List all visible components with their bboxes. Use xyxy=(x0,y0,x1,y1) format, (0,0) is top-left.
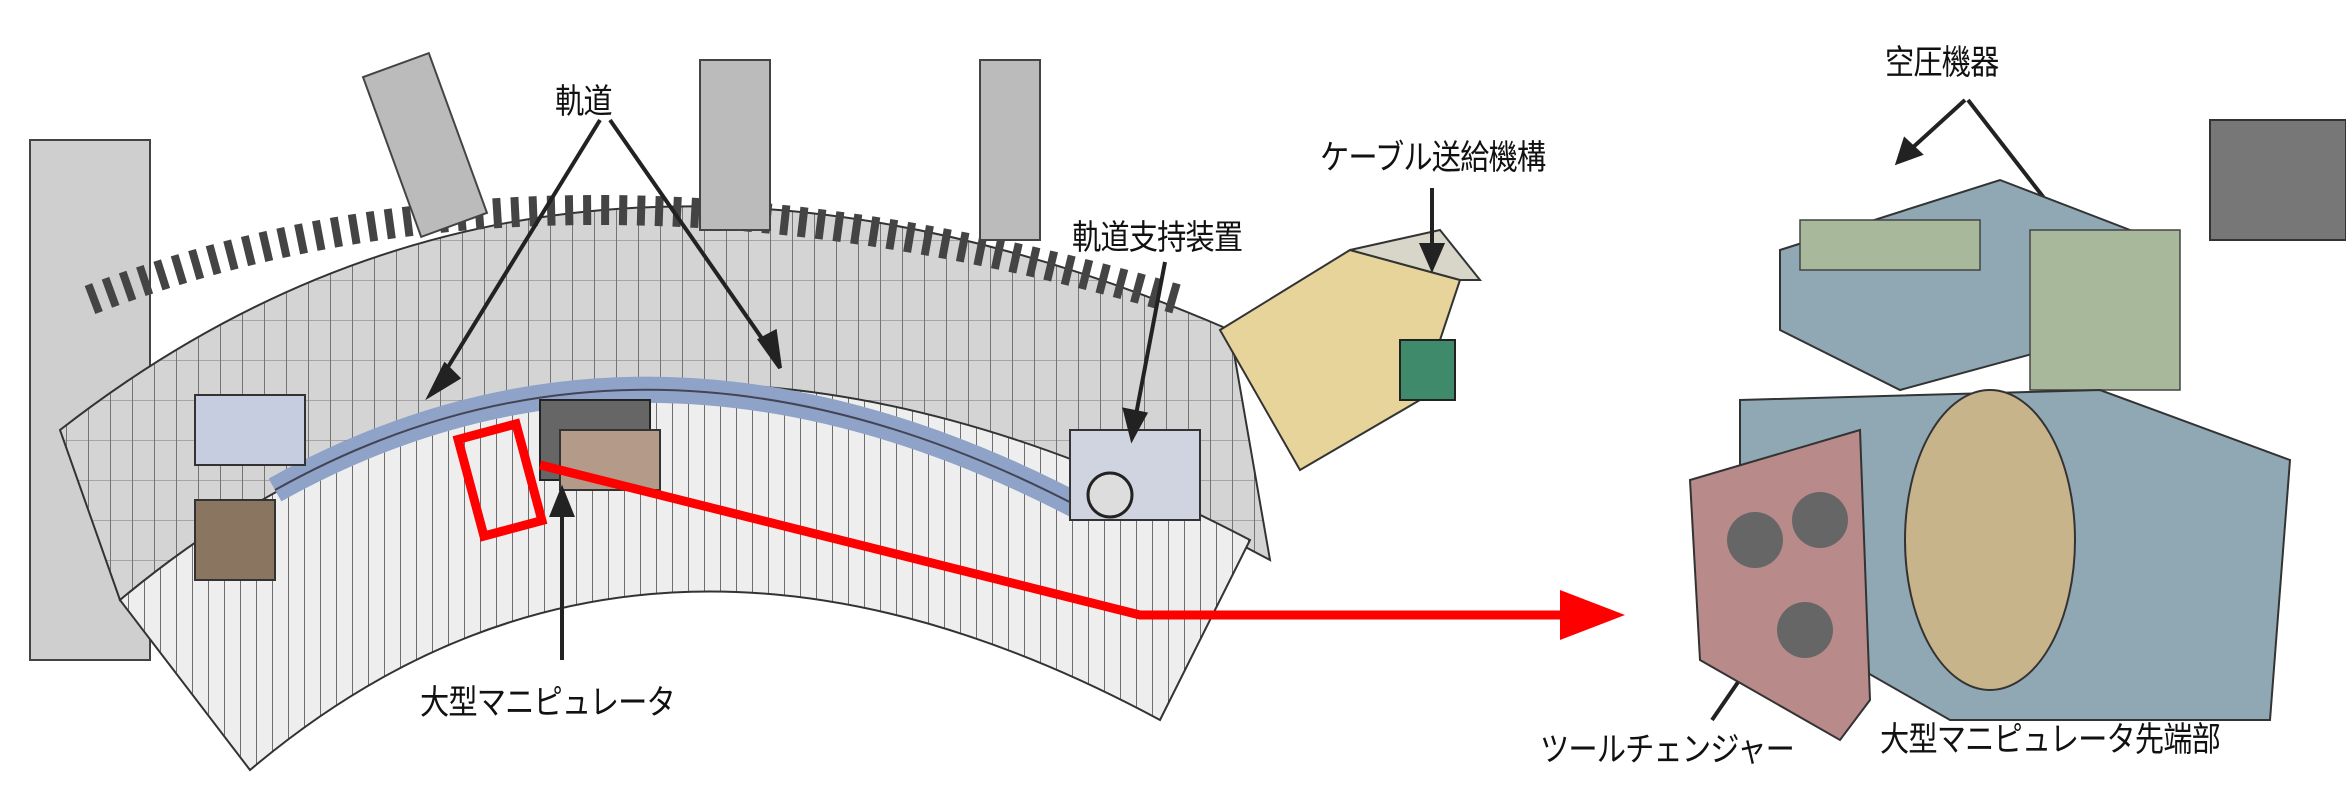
manipulator-arm xyxy=(559,429,661,491)
pneumatic-valves xyxy=(2029,229,2181,391)
ports-ring xyxy=(84,195,1185,315)
tool-changer xyxy=(1688,428,1872,742)
joint xyxy=(1904,389,2076,691)
label-large-manipulator: 大型マニピュレータ xyxy=(420,683,676,723)
vacuum-vessel xyxy=(29,51,1272,772)
cable-feed-mechanism xyxy=(1218,228,1483,472)
upper-port xyxy=(979,59,1041,241)
label-manipulator-tip: 大型マニピュレータ先端部 xyxy=(1880,720,2221,760)
manipulator-highlight-box xyxy=(452,418,548,542)
upper-port xyxy=(361,51,489,239)
upper-port xyxy=(699,59,771,231)
label-tool-changer: ツールチェンジャー xyxy=(1540,730,1795,770)
zoom-arrow-head xyxy=(1560,590,1625,640)
zoom-connector-line xyxy=(538,460,1560,620)
brown-box xyxy=(194,499,276,581)
rail-support-left xyxy=(194,394,306,466)
rail-edge xyxy=(274,388,1086,511)
rail-support-device xyxy=(1069,429,1201,521)
label-cable-feed: ケーブル送給機構 xyxy=(1320,138,1546,178)
label-rail: 軌道 xyxy=(555,82,613,122)
label-rail-support: 軌道支持装置 xyxy=(1072,218,1243,258)
label-pneumatic: 空圧機器 xyxy=(1885,43,1999,83)
pneumatic-valves xyxy=(1799,219,1981,271)
manipulator-tip xyxy=(1688,119,2346,742)
wheel xyxy=(1086,471,1134,519)
